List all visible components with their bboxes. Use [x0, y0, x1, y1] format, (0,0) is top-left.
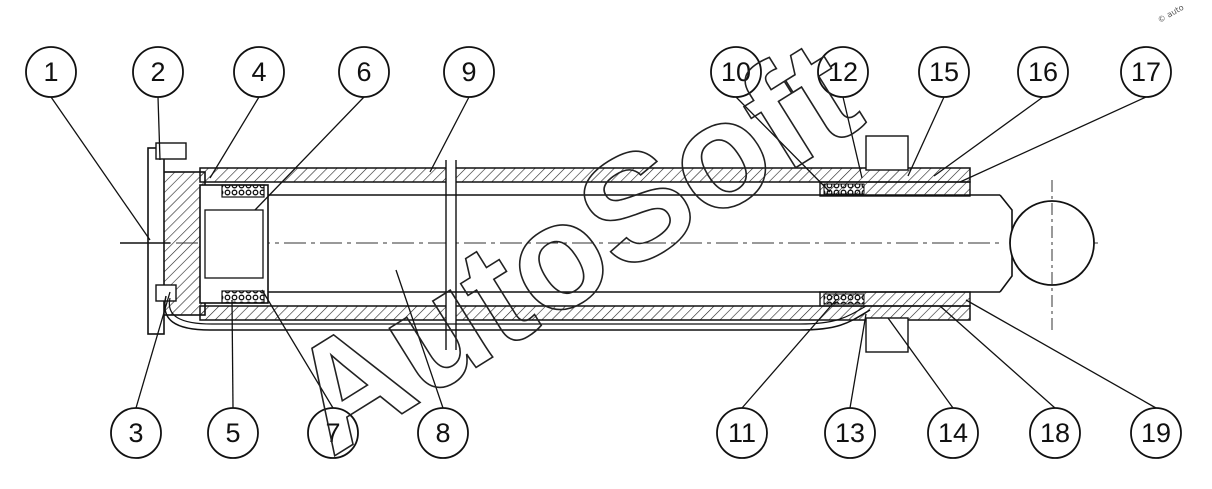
callout-12-leader: [842, 96, 863, 179]
callout-10-leader: [735, 96, 831, 193]
gland-seal-top: [823, 183, 865, 195]
piston-inner: [204, 209, 264, 279]
callout-1-leader: [50, 96, 151, 241]
callout-5-leader: [231, 299, 234, 409]
callout-3-label: 3: [128, 418, 143, 448]
callout-4-leader: [209, 96, 260, 179]
callout-3-leader: [135, 291, 171, 409]
collar-top: [865, 135, 909, 171]
callout-2-label: 2: [150, 57, 165, 87]
callout-11-leader: [741, 299, 837, 409]
callout-14-label: 14: [938, 418, 968, 448]
callout-4-label: 4: [251, 57, 266, 87]
fitting-top: [155, 142, 187, 160]
callout-2-leader: [157, 96, 161, 161]
callout-16-label: 16: [1028, 57, 1058, 87]
callout-11-label: 11: [728, 418, 756, 448]
callout-5-label: 5: [225, 418, 240, 448]
end-plate: [147, 147, 165, 335]
callout-7-label: 7: [325, 418, 340, 448]
callout-18-leader: [939, 305, 1056, 409]
corner-mark: © auto: [1156, 3, 1185, 25]
callout-10-label: 10: [721, 57, 751, 87]
fitting-bottom: [155, 284, 177, 302]
barrel-break: [446, 160, 456, 350]
leader-group: [50, 96, 1157, 409]
callout-19-label: 19: [1141, 418, 1171, 448]
piston-seal-top: [221, 184, 265, 198]
callout-17-label: 17: [1131, 57, 1161, 87]
callout-18-label: 18: [1040, 418, 1070, 448]
callout-13-leader: [849, 313, 867, 409]
piston-seal-bottom: [221, 290, 265, 304]
callout-1-label: 1: [43, 57, 58, 87]
callout-8-leader: [395, 269, 444, 409]
collar-bottom: [865, 317, 909, 353]
callout-8-label: 8: [435, 418, 450, 448]
callout-7-leader: [261, 289, 334, 409]
callout-15-label: 15: [929, 57, 959, 87]
callout-9-label: 9: [461, 57, 476, 87]
gland-seal-bottom: [823, 293, 865, 305]
hydraulic-hose-inner: [168, 297, 867, 325]
callout-9-leader: [429, 96, 470, 173]
hydraulic-hose: [164, 295, 871, 331]
callout-12-label: 12: [828, 57, 858, 87]
callout-6-leader: [254, 96, 365, 211]
callout-17-leader: [959, 96, 1147, 183]
callout-15-leader: [907, 96, 945, 177]
callout-16-leader: [933, 96, 1044, 177]
callout-14-leader: [887, 317, 954, 409]
callout-6-label: 6: [356, 57, 371, 87]
callout-13-label: 13: [835, 418, 865, 448]
callout-19-leader: [965, 299, 1157, 409]
